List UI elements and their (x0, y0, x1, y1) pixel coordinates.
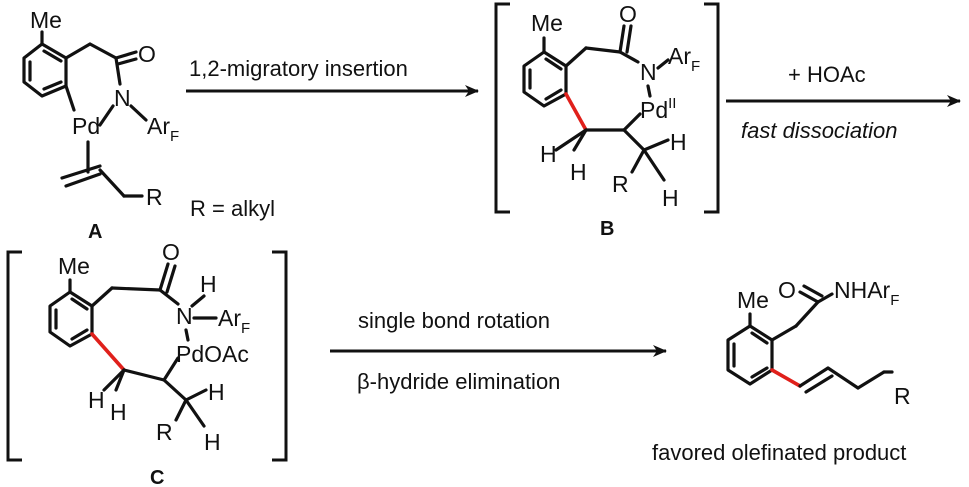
arrow-2: + HOAc fast dissociation (726, 62, 961, 143)
carbonyl-oxygen-c: O (162, 239, 180, 265)
arrow-2-top-label: + HOAc (788, 62, 866, 87)
methyl-label-b: Me (531, 10, 563, 36)
arrow-3: single bond rotation β-hydride eliminati… (330, 308, 667, 394)
r-definition: R = alkyl (190, 196, 275, 221)
hydrogen-c1: H (88, 387, 105, 413)
amide-nitrogen-b: N (640, 59, 657, 85)
amide-nitrogen: N (114, 85, 131, 111)
arrow-3-top-label: single bond rotation (358, 308, 550, 333)
hydrogen-c3: H (208, 379, 225, 405)
compound-b: Me O N ArF PdII H H H R H B (494, 1, 720, 240)
compound-a: Me O N ArF Pd R R = alkyl A (22, 7, 275, 243)
aryl-group-c: ArF (218, 305, 250, 337)
nhar-group: NHArF (834, 277, 899, 309)
product-caption: favored olefinated product (652, 440, 906, 465)
carbonyl-oxygen: O (138, 41, 156, 67)
r-group-b: R (612, 171, 629, 197)
hydrogen-c4: H (204, 429, 221, 455)
hydrogen-nh-c: H (200, 271, 217, 297)
palladium: Pd (72, 113, 100, 139)
label-b: B (600, 218, 614, 240)
methyl-label-c: Me (58, 253, 90, 279)
label-c: C (150, 467, 164, 487)
hydrogen-b2: H (570, 159, 587, 185)
methyl-label-p: Me (737, 287, 769, 313)
compound-c: Me O N H ArF PdOAc H H H R H C (6, 239, 288, 487)
aryl-group-b: ArF (668, 43, 700, 75)
r-group-p: R (894, 383, 911, 409)
arrow-1-label: 1,2-migratory insertion (189, 56, 408, 81)
r-group-c: R (156, 419, 173, 445)
carbonyl-oxygen-p: O (778, 277, 796, 303)
arrow-1: 1,2-migratory insertion (186, 56, 479, 97)
label-a: A (88, 221, 102, 243)
methyl-label: Me (30, 7, 62, 33)
product: Me O NHArF R favored olefinated product (652, 277, 911, 465)
carbonyl-oxygen-b: O (619, 1, 637, 27)
palladium-b: PdII (640, 95, 676, 123)
hydrogen-b1: H (540, 141, 557, 167)
pd-oac: PdOAc (176, 341, 249, 367)
hydrogen-c2: H (110, 399, 127, 425)
arrow-2-bottom-label: fast dissociation (741, 118, 898, 143)
hydrogen-b3: H (670, 129, 687, 155)
aryl-group: ArF (147, 113, 179, 145)
hydrogen-b4: H (662, 185, 679, 211)
r-group: R (146, 184, 163, 210)
arrow-3-bottom-label: β-hydride elimination (357, 369, 560, 394)
amide-nitrogen-c: N (176, 303, 193, 329)
